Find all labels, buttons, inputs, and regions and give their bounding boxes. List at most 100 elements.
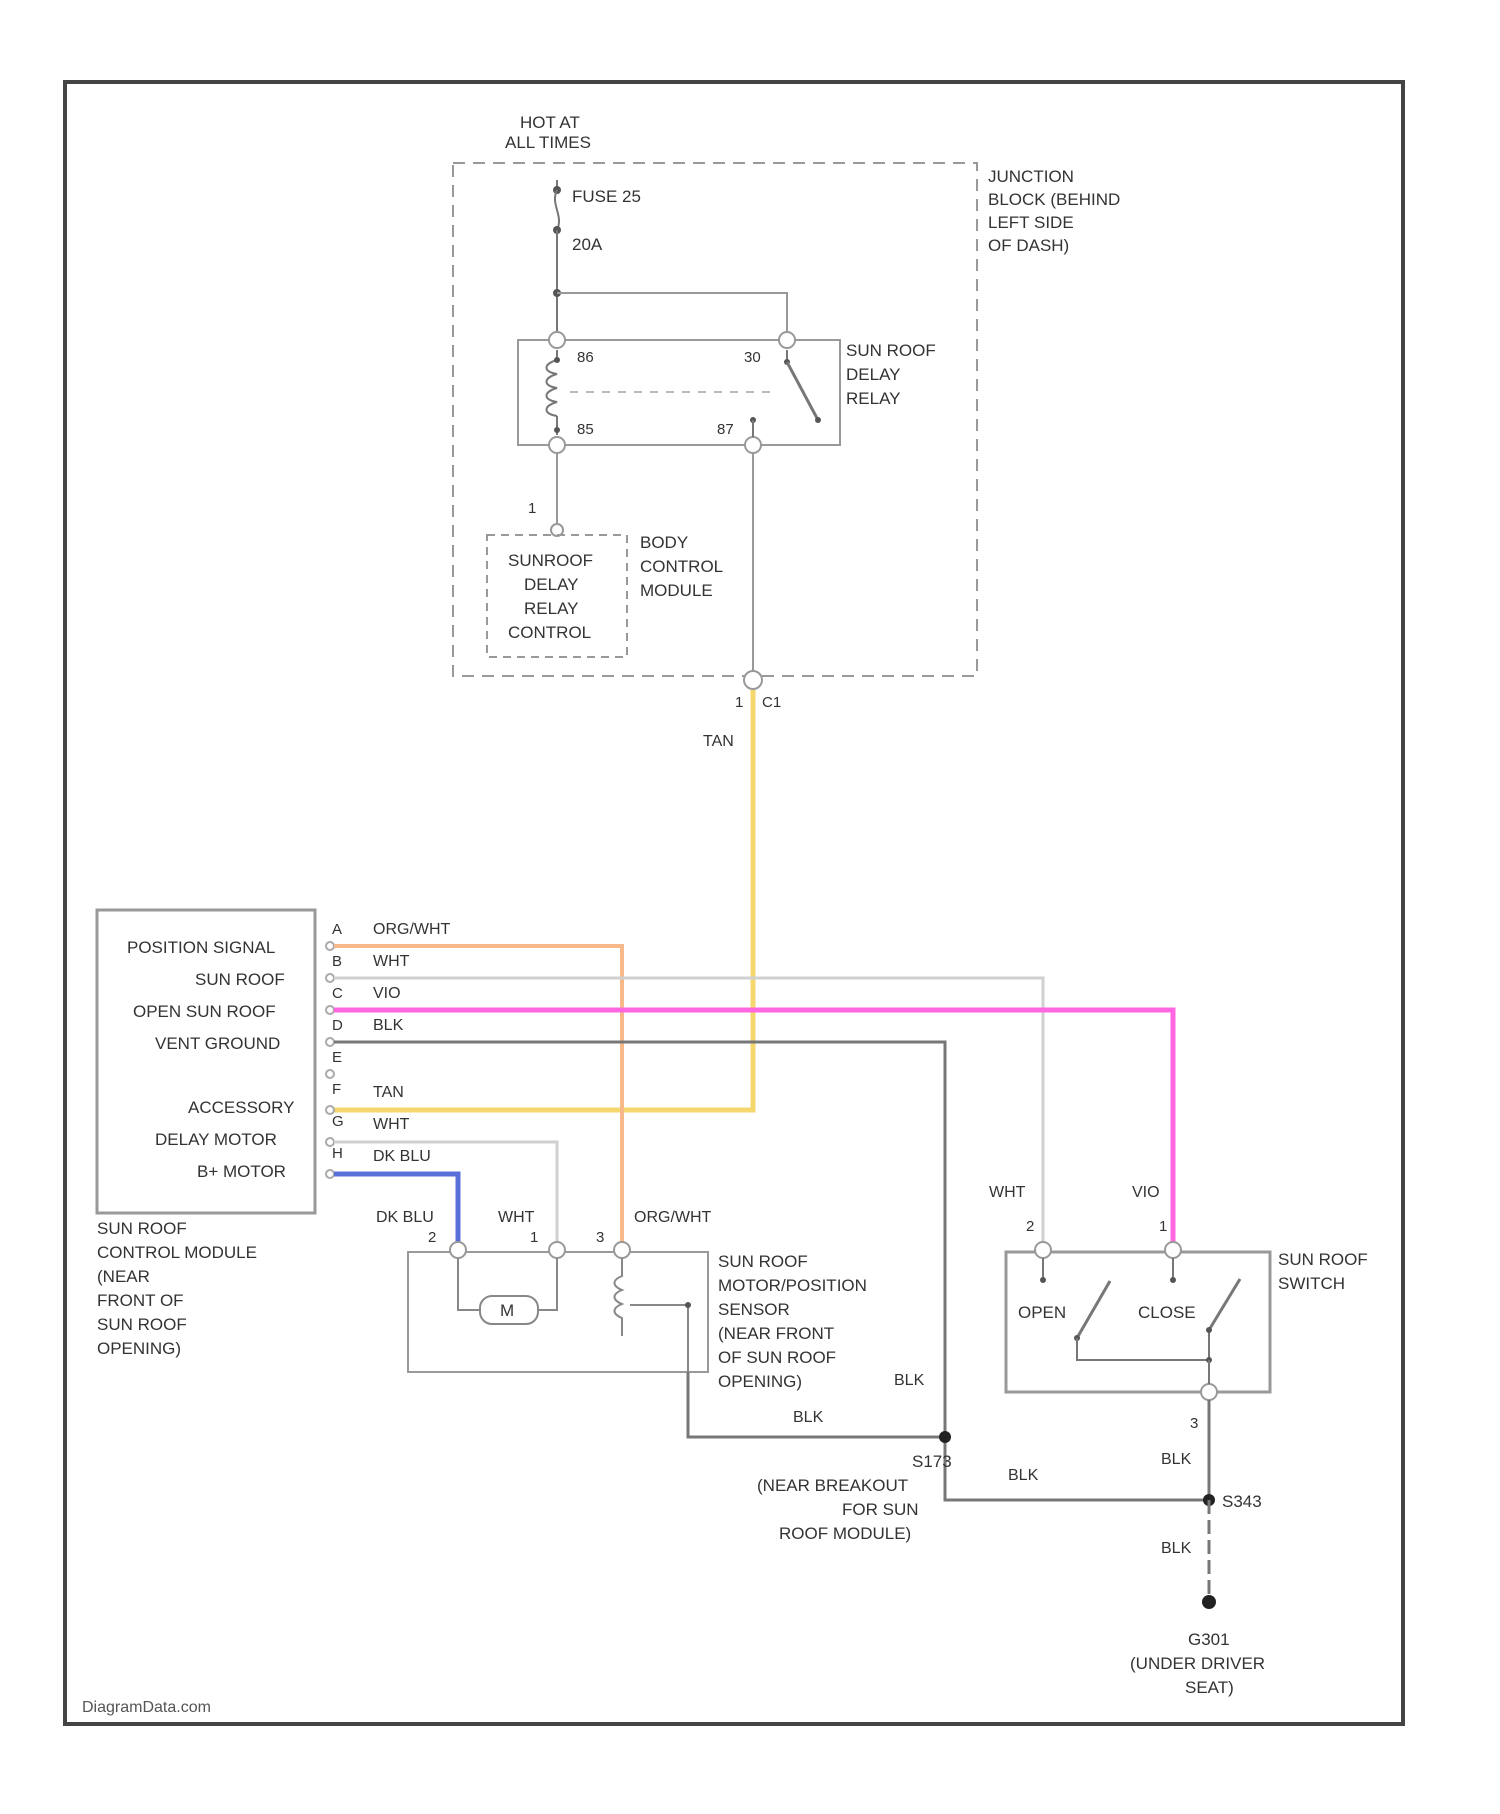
motor-wire-wht: WHT: [498, 1209, 535, 1226]
wire-label-wht-b: WHT: [373, 953, 410, 970]
switch-common-bus: [1077, 1330, 1209, 1360]
motor-name-6: OPENING): [718, 1372, 802, 1391]
junction-block-label-2: BLOCK (BEHIND: [988, 190, 1120, 209]
cm-row-name-7: ACCESSORY: [188, 1098, 294, 1117]
blk-label-s173-s343: BLK: [1008, 1467, 1039, 1484]
switch-box: [1006, 1252, 1270, 1392]
motor-name-5: OF SUN ROOF: [718, 1348, 836, 1367]
g301-ground-icon: [1202, 1595, 1216, 1609]
cm-name-3: (NEAR: [97, 1267, 150, 1286]
sensor-wiper: [630, 1305, 688, 1372]
cm-name-4: FRONT OF: [97, 1291, 184, 1310]
switch-wire-vio: VIO: [1132, 1184, 1160, 1201]
g301-label-3: SEAT): [1185, 1678, 1234, 1697]
switch-pin-2: 2: [1026, 1218, 1034, 1235]
motor-internal-wire-2: [538, 1258, 557, 1310]
relay-pin-87: 87: [717, 421, 734, 438]
switch-pin-1: 1: [1159, 1218, 1167, 1235]
relay-pin-85-terminal: [549, 437, 565, 453]
cm-pin-a: A: [332, 921, 342, 938]
wire-label-tan-f: TAN: [373, 1084, 404, 1101]
cm-row-name-2: SUN ROOF: [195, 970, 285, 989]
relay-switch-tip: [815, 417, 821, 423]
cm-name-6: OPENING): [97, 1339, 181, 1358]
bcm-pin: 1: [528, 500, 536, 517]
fuse-rating: 20A: [572, 235, 603, 254]
relay-label-1: SUN ROOF: [846, 341, 936, 360]
relay-pin-30-terminal: [779, 332, 795, 348]
relay-pin-86: 86: [577, 349, 594, 366]
cm-row-name-9: B+ MOTOR: [197, 1162, 286, 1181]
switch-pin-3: 3: [1190, 1415, 1198, 1432]
relay-pin-85: 85: [577, 421, 594, 438]
relay-switch-blade: [787, 362, 818, 420]
switch-open-label: OPEN: [1018, 1303, 1066, 1322]
s173-label-2: (NEAR BREAKOUT: [757, 1476, 908, 1495]
switch-close-blade: [1209, 1279, 1240, 1330]
s343-label: S343: [1222, 1492, 1262, 1511]
cm-row-name-8: DELAY MOTOR: [155, 1130, 277, 1149]
s173-splice: [939, 1431, 951, 1443]
relay-label-3: RELAY: [846, 389, 901, 408]
motor-name-1: SUN ROOF: [718, 1252, 808, 1271]
relay-coil-icon: [547, 350, 558, 435]
relay-box: [518, 340, 840, 445]
relay-pin-87-terminal: [745, 437, 761, 453]
bcm-name-3: MODULE: [640, 581, 713, 600]
watermark: DiagramData.com: [82, 1699, 211, 1716]
relay-30-feed-wire: [557, 293, 787, 340]
cm-pin-b: B: [332, 953, 342, 970]
relay-coil-dot-top: [554, 357, 560, 363]
cm-pin-g: G: [332, 1113, 344, 1130]
wire-label-blk-d: BLK: [373, 1017, 404, 1034]
motor-name-2: MOTOR/POSITION: [718, 1276, 867, 1295]
junction-block-label-1: JUNCTION: [988, 167, 1074, 186]
position-sensor-icon: [615, 1258, 623, 1336]
s173-label-1: S173: [912, 1452, 952, 1471]
cm-name-5: SUN ROOF: [97, 1315, 187, 1334]
motor-internal-wire: [458, 1258, 480, 1310]
motor-wire-dkblu: DK BLU: [376, 1209, 434, 1226]
wire-label-vio-c: VIO: [373, 985, 401, 1002]
c1-name: C1: [762, 694, 781, 711]
blk-label-motor-ground: BLK: [793, 1409, 824, 1426]
cm-pin-f1: F: [332, 1081, 341, 1098]
junction-block-label-3: LEFT SIDE: [988, 213, 1074, 232]
relay-pin-86-terminal: [549, 332, 565, 348]
bcm-inner-2: DELAY: [524, 575, 579, 594]
cm-pin-d: D: [332, 1017, 343, 1034]
junction-block-label-4: OF DASH): [988, 236, 1069, 255]
fuse-icon: [555, 190, 559, 230]
switch-name-1: SUN ROOF: [1278, 1250, 1368, 1269]
blk-label-motor-out: BLK: [894, 1372, 925, 1389]
motor-symbol: M: [500, 1301, 514, 1320]
g301-label-2: (UNDER DRIVER: [1130, 1654, 1265, 1673]
blk-label-g301: BLK: [1161, 1540, 1192, 1557]
tan-wire: [328, 690, 753, 1110]
hot-label-2: ALL TIMES: [505, 133, 591, 152]
motor-icon: M: [480, 1296, 538, 1324]
tan-wire-label-top: TAN: [703, 733, 734, 750]
cm-row-name-1: POSITION SIGNAL: [127, 938, 275, 957]
relay-coil-dot-bottom: [554, 427, 560, 433]
bcm-inner-3: RELAY: [524, 599, 579, 618]
wht-wire-g: [334, 1142, 557, 1242]
wire-label-orgwht-a: ORG/WHT: [373, 921, 451, 938]
bcm-inner-4: CONTROL: [508, 623, 591, 642]
switch-close-label: CLOSE: [1138, 1303, 1196, 1322]
dkblu-wire: [334, 1174, 458, 1242]
sensor-wiper-dot: [685, 1302, 691, 1308]
hot-label-1: HOT AT: [520, 113, 580, 132]
motor-pin-3: 3: [596, 1229, 604, 1246]
bcm-inner-1: SUNROOF: [508, 551, 593, 570]
switch-name-2: SWITCH: [1278, 1274, 1345, 1293]
switch-open-blade: [1077, 1281, 1110, 1338]
c1-pin: 1: [735, 694, 743, 711]
cm-name-1: SUN ROOF: [97, 1219, 187, 1238]
cm-pin-h: H: [332, 1145, 343, 1162]
relay-label-2: DELAY: [846, 365, 901, 384]
wire-label-wht-g: WHT: [373, 1116, 410, 1133]
s173-label-3: FOR SUN: [842, 1500, 919, 1519]
cm-row-name-4: VENT GROUND: [155, 1034, 280, 1053]
